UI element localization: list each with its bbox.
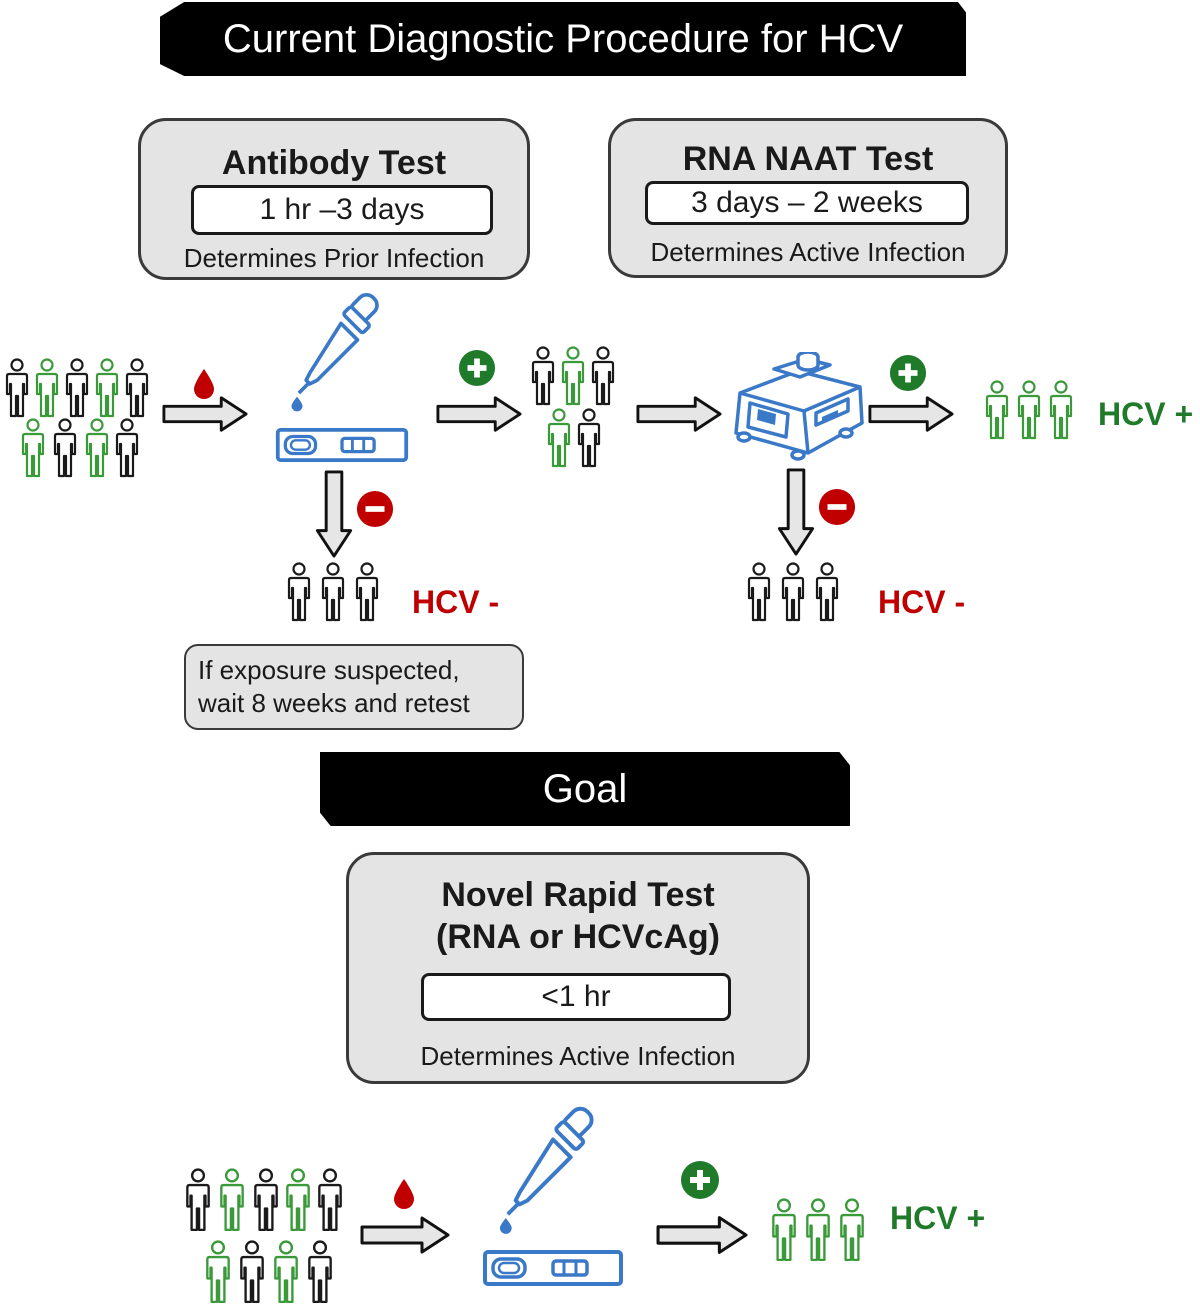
rapid-test-card: Novel Rapid Test (RNA or HCVcAg) <1 hr D… [346, 852, 810, 1084]
person-icon [590, 346, 616, 406]
person-icon [306, 1240, 334, 1304]
person-icon [984, 380, 1010, 440]
result-goal-hcv-positive: HCV + [890, 1200, 986, 1236]
result-hcv-negative-antibody: HCV - [412, 584, 500, 620]
plus-badge-icon [680, 1160, 720, 1200]
person-icon [1048, 380, 1074, 440]
test-strip-icon [482, 1250, 624, 1286]
person-icon [770, 1198, 798, 1262]
arrow-icon [656, 1214, 748, 1256]
rapid-test-title-line2: (RNA or HCVcAg) [436, 918, 720, 956]
person-icon [1016, 380, 1042, 440]
population-rna-negative [746, 562, 846, 624]
plus-badge-icon [889, 354, 927, 392]
blood-drop-icon [392, 1178, 416, 1210]
person-icon [52, 418, 78, 478]
person-icon [530, 346, 556, 406]
person-icon [84, 418, 110, 478]
minus-badge-icon [818, 488, 856, 526]
goal-banner: Goal [320, 752, 850, 826]
person-icon [94, 358, 120, 418]
person-icon [114, 418, 140, 478]
goal-title: Goal [542, 766, 628, 811]
rapid-test-time-text: <1 hr [541, 980, 611, 1013]
person-icon [272, 1240, 300, 1304]
antibody-test-time: 1 hr –3 days [191, 185, 493, 235]
population-hcv-positive [984, 380, 1080, 442]
population-goal-positive [770, 1198, 870, 1264]
rapid-test-time: <1 hr [421, 973, 731, 1021]
population-initial [0, 358, 160, 488]
arrow-icon [436, 394, 522, 434]
person-icon [560, 346, 586, 406]
person-icon [34, 358, 60, 418]
person-icon [804, 1198, 832, 1262]
minus-badge-icon [356, 490, 394, 528]
pcr-machine-icon [728, 352, 868, 464]
person-icon [286, 562, 312, 622]
retest-note-line2: wait 8 weeks and retest [198, 688, 470, 718]
population-antibody-negative [286, 562, 386, 624]
pipette-icon [286, 286, 396, 414]
antibody-test-description: Determines Prior Infection [183, 243, 485, 273]
arrow-icon [776, 468, 816, 556]
rna-test-title: RNA NAAT Test [682, 140, 934, 178]
person-icon [316, 1168, 344, 1232]
arrow-icon [360, 1214, 450, 1256]
person-icon [546, 408, 572, 468]
retest-note: If exposure suspected, wait 8 weeks and … [184, 644, 524, 730]
person-icon [576, 408, 602, 468]
person-icon [320, 562, 346, 622]
person-icon [284, 1168, 312, 1232]
result-hcv-negative-rna: HCV - [878, 584, 966, 620]
person-icon [746, 562, 772, 622]
population-goal [180, 1168, 350, 1308]
person-icon [238, 1240, 266, 1304]
arrow-icon [314, 470, 354, 558]
rna-test-card: RNA NAAT Test 3 days – 2 weeks Determine… [608, 118, 1008, 278]
plus-badge-icon [458, 349, 496, 387]
person-icon [124, 358, 150, 418]
result-hcv-positive: HCV + [1098, 396, 1194, 432]
antibody-test-time-text: 1 hr –3 days [259, 193, 425, 226]
person-icon [184, 1168, 212, 1232]
rna-test-time-text: 3 days – 2 weeks [691, 186, 923, 219]
title-banner: Current Diagnostic Procedure for HCV [160, 2, 966, 76]
retest-note-line1: If exposure suspected, [198, 655, 460, 685]
arrow-icon [162, 394, 248, 434]
rna-test-description: Determines Active Infection [650, 237, 966, 267]
arrow-icon [636, 394, 722, 434]
antibody-test-title: Antibody Test [221, 144, 447, 182]
person-icon [4, 358, 30, 418]
person-icon [354, 562, 380, 622]
rapid-test-description: Determines Active Infection [420, 1041, 736, 1071]
test-strip-icon [274, 428, 410, 462]
person-icon [814, 562, 840, 622]
rna-test-time: 3 days – 2 weeks [645, 181, 969, 225]
pipette-icon [494, 1100, 612, 1236]
person-icon [64, 358, 90, 418]
person-icon [20, 418, 46, 478]
person-icon [218, 1168, 246, 1232]
arrow-icon [868, 394, 954, 434]
person-icon [780, 562, 806, 622]
population-antibody-positive [530, 346, 620, 472]
person-icon [838, 1198, 866, 1262]
person-icon [204, 1240, 232, 1304]
person-icon [252, 1168, 280, 1232]
rapid-test-title-line1: Novel Rapid Test [441, 876, 715, 914]
antibody-test-card: Antibody Test 1 hr –3 days Determines Pr… [138, 118, 530, 280]
title: Current Diagnostic Procedure for HCV [222, 16, 904, 61]
